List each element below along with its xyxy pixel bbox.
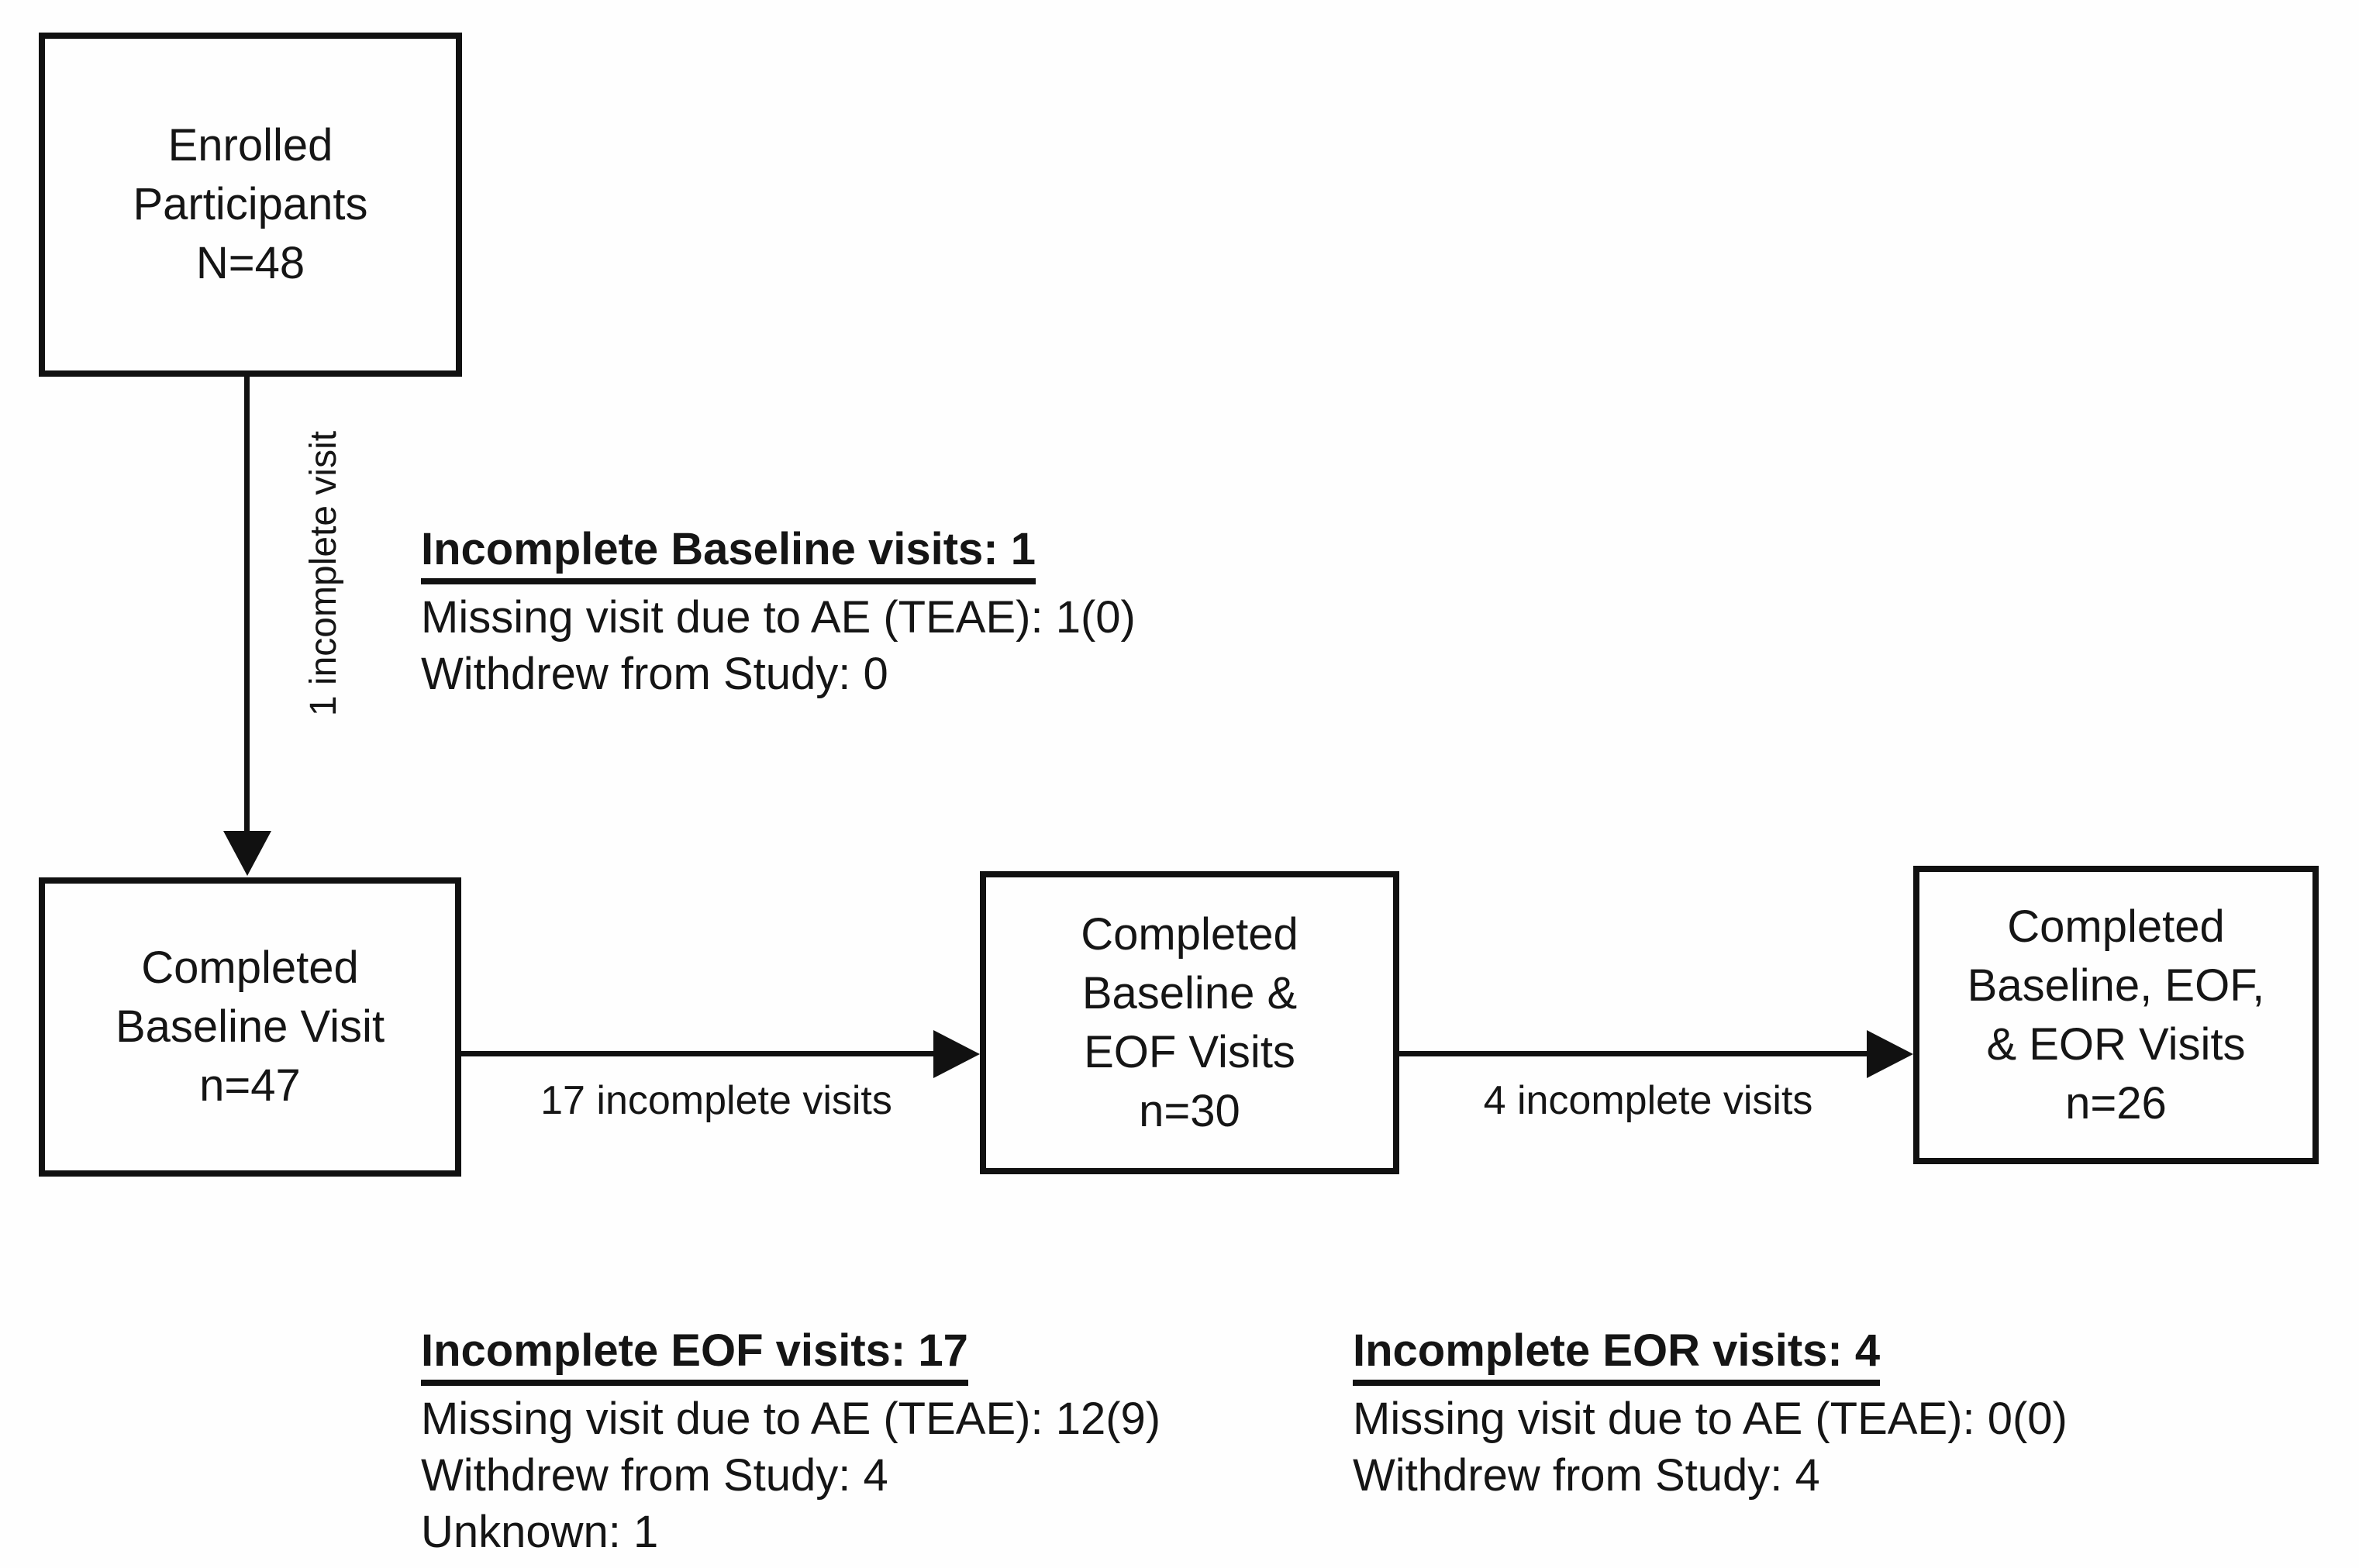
box-line: & EOR Visits	[1986, 1018, 2246, 1070]
annotation-incomplete-eor: Incomplete EOR visits: 4 Missing visit d…	[1353, 1322, 2068, 1504]
box-line: Baseline Visit	[115, 1001, 385, 1052]
box-count: n=47	[199, 1060, 301, 1111]
flow-box-completed-baseline-eof-eor: Completed Baseline, EOF, & EOR Visits n=…	[1913, 866, 2319, 1164]
annotation-title: Incomplete EOF visits: 17	[421, 1322, 968, 1386]
box-count: n=26	[2065, 1077, 2167, 1129]
box-line: Participants	[133, 179, 368, 229]
arrow-right-line-eor	[1399, 1051, 1873, 1056]
arrow-down-line	[244, 377, 250, 834]
annotation-line: Missing visit due to AE (TEAE): 12(9)	[421, 1394, 1161, 1444]
box-line: Baseline, EOF,	[1967, 960, 2265, 1011]
box-count: n=30	[1139, 1085, 1240, 1136]
arrow-right-head-eor	[1867, 1030, 1913, 1078]
annotation-line: Missing visit due to AE (TEAE): 1(0)	[421, 592, 1136, 643]
arrow-down-head	[223, 831, 271, 876]
box-line: EOF Visits	[1084, 1026, 1295, 1077]
annotation-line: Withdrew from Study: 0	[421, 649, 888, 699]
box-count: N=48	[195, 238, 305, 288]
arrow-right-head-eof	[933, 1030, 980, 1078]
annotation-title: Incomplete Baseline visits: 1	[421, 521, 1036, 584]
box-line: Baseline &	[1081, 967, 1298, 1018]
flow-box-completed-baseline-eof: Completed Baseline & EOF Visits n=30	[980, 871, 1399, 1174]
box-line: Completed	[2007, 901, 2225, 952]
annotation-line: Missing visit due to AE (TEAE): 0(0)	[1353, 1394, 2068, 1444]
box-line: Completed	[1081, 908, 1298, 960]
annotation-title: Incomplete EOR visits: 4	[1353, 1322, 1881, 1386]
annotation-incomplete-baseline: Incomplete Baseline visits: 1 Missing vi…	[421, 521, 1136, 702]
box-line: Completed	[141, 943, 359, 993]
annotation-line: Withdrew from Study: 4	[421, 1450, 888, 1501]
arrow-right-line-eof	[461, 1051, 936, 1056]
arrow-label-eof: 17 incomplete visits	[540, 1078, 892, 1123]
annotation-incomplete-eof: Incomplete EOF visits: 17 Missing visit …	[421, 1322, 1161, 1560]
annotation-line: Withdrew from Study: 4	[1353, 1450, 1820, 1501]
arrow-label-eor: 4 incomplete visits	[1483, 1078, 1813, 1123]
arrow-label-baseline: 1 incomplete visit	[303, 430, 344, 717]
box-line: Enrolled	[167, 120, 333, 171]
flow-box-enrolled: Enrolled Participants N=48	[39, 33, 462, 377]
annotation-line: Unknown: 1	[421, 1507, 659, 1557]
flow-box-completed-baseline: Completed Baseline Visit n=47	[39, 877, 461, 1177]
